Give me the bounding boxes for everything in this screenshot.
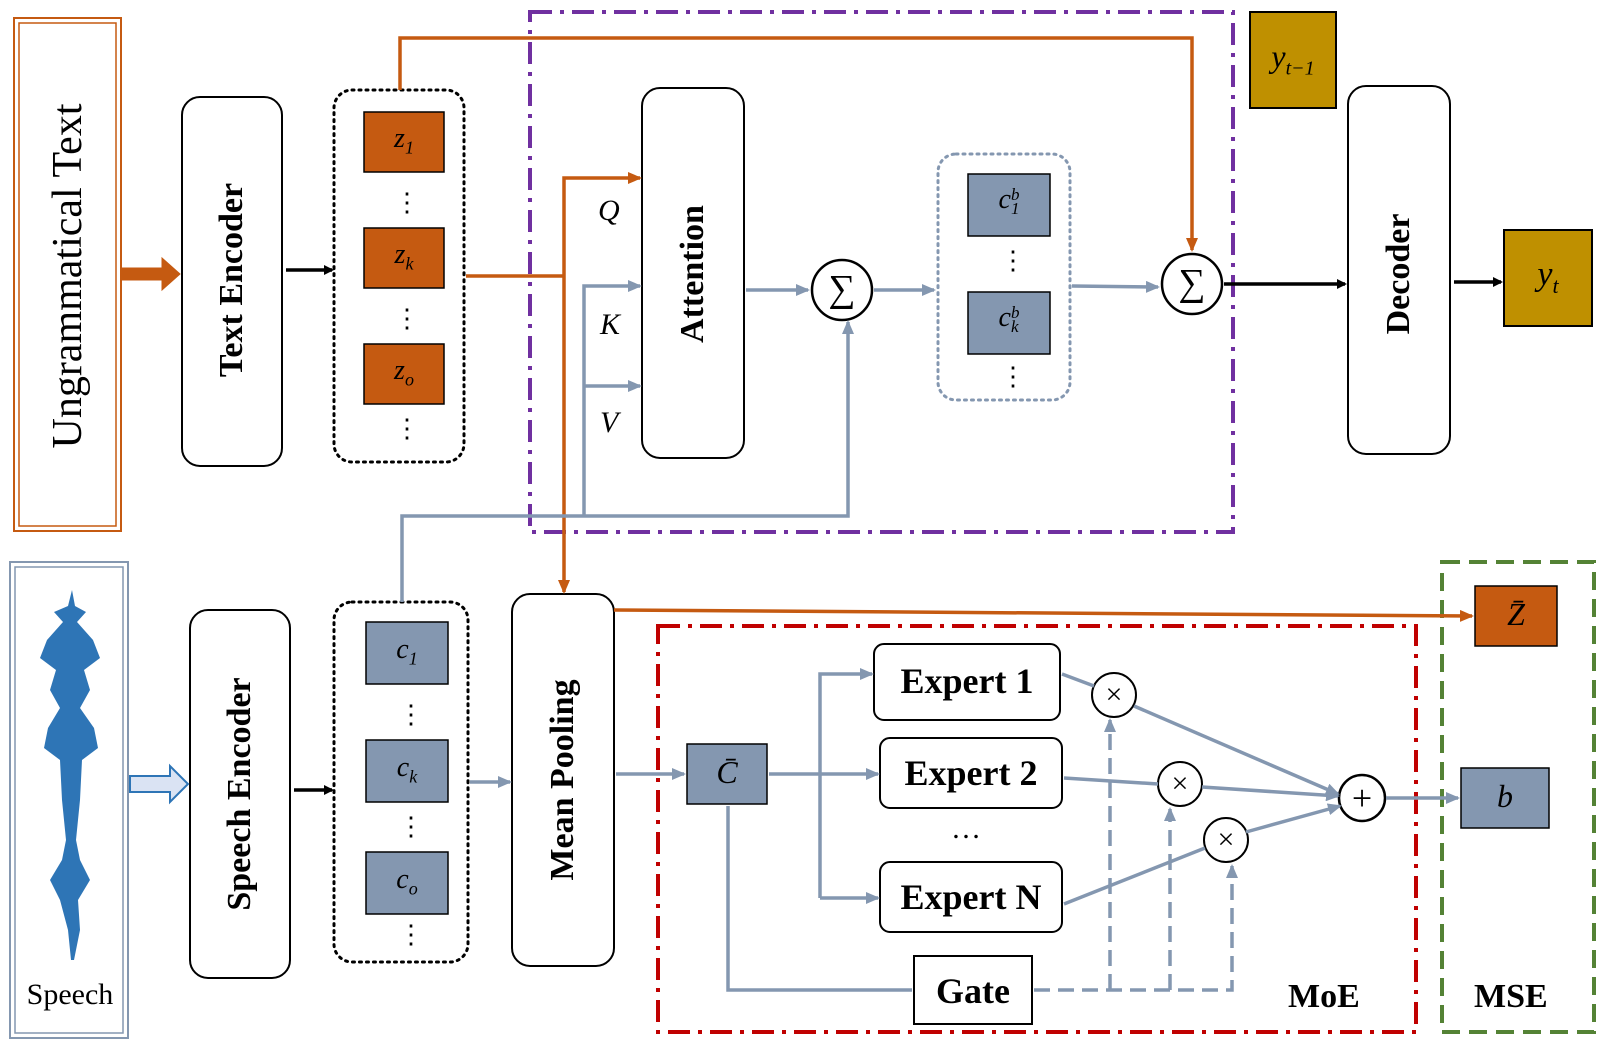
moe-region-label: MoE (1288, 978, 1360, 1015)
mul-symbol-3: × (1217, 823, 1235, 856)
sum-circle-2 (1160, 252, 1224, 316)
steel-line-mul2-to-add (1201, 785, 1340, 802)
expert-n-block (879, 861, 1063, 933)
zk-token (363, 227, 445, 289)
speech-encoder-label: Speech Encoder (221, 677, 258, 911)
text-input-frame-inner (18, 22, 117, 527)
steel-line-to-expert-1 (818, 668, 874, 898)
steel-line-expert1-to-mul (1061, 672, 1095, 688)
y-prev-label: yt−1 (1271, 38, 1315, 80)
gate-dashed-bus (1034, 864, 1238, 992)
text-input-arrow (121, 256, 181, 292)
cbk-token (967, 291, 1051, 355)
c1-token (365, 621, 449, 685)
speech-token-ellipsis-2: ⋮ (398, 812, 424, 841)
speech-waveform (40, 590, 100, 960)
mean-pooling-block (511, 593, 615, 967)
text-input-label: Ungrammatical Text (45, 103, 91, 449)
c1-label: c1 (396, 634, 418, 669)
steel-line-key (582, 280, 642, 516)
mul-circle-3 (1203, 817, 1249, 863)
attention-label: Attention (674, 205, 711, 343)
co-label: co (396, 864, 418, 899)
b-label: b (1497, 778, 1513, 814)
y-t-box (1503, 229, 1593, 327)
attention-fusion-region (528, 10, 1235, 534)
text-token-ellipsis-3: ⋮ (394, 414, 420, 443)
gate-label: Gate (936, 971, 1010, 1011)
mul-symbol-1: × (1105, 678, 1123, 711)
mse-region-label: MSE (1474, 978, 1548, 1015)
speech-input-frame-outer (9, 561, 129, 1039)
steel-line-mul1-to-add (1133, 704, 1340, 796)
mul-circle-1 (1091, 672, 1137, 718)
expert-ellipsis: … (951, 812, 981, 845)
expert-1-label: Expert 1 (900, 661, 1034, 701)
attention-block (641, 87, 745, 459)
c-bar-box (686, 743, 768, 805)
decoder-label: Decoder (1380, 213, 1417, 335)
orange-line-to-z-bar (613, 608, 1474, 622)
cb-token-group (936, 152, 1072, 402)
text-encoder-block (181, 96, 283, 467)
text-input-frame-outer (13, 17, 122, 532)
speech-token-ellipsis-3: ⋮ (398, 920, 424, 949)
steel-line-cb-to-sum2 (1071, 280, 1160, 293)
speech-encoder-block (189, 609, 291, 979)
text-encoder-label: Text Encoder (213, 182, 250, 378)
steel-line-speech-feed (400, 320, 854, 602)
speech-token-ellipsis-1: ⋮ (398, 700, 424, 729)
co-token (365, 851, 449, 915)
decoder-block (1347, 85, 1451, 455)
text-token-group (332, 88, 466, 464)
z1-token (363, 111, 445, 173)
text-token-ellipsis-1: ⋮ (394, 188, 420, 217)
y-t-label: yt (1537, 256, 1559, 298)
b-box (1460, 767, 1550, 829)
speech-input-arrow (129, 763, 190, 805)
mean-pooling-label: Mean Pooling (544, 679, 581, 881)
c-bar-label: C̄ (716, 754, 738, 790)
z-bar-box (1474, 585, 1558, 647)
ck-label: ck (396, 752, 418, 787)
speech-input-label: Speech (26, 978, 114, 1011)
expert-n-label: Expert N (900, 877, 1042, 917)
speech-input-frame-inner (14, 566, 124, 1034)
key-label: K (600, 308, 621, 341)
z-bar-label: Z̄ (1507, 596, 1525, 632)
text-token-ellipsis-2: ⋮ (394, 304, 420, 333)
add-symbol: + (1351, 778, 1373, 818)
orange-line-tokens-to-sum2 (398, 36, 1198, 252)
zk-label: zk (394, 239, 414, 274)
steel-line-expert2-to-mul (1063, 776, 1159, 786)
moe-region (656, 624, 1418, 1034)
steel-line-mul3-to-add (1245, 803, 1342, 834)
ck-token (365, 739, 449, 803)
orange-line-query (562, 172, 642, 276)
cb-token-ellipsis-1: ⋮ (1000, 246, 1026, 275)
expert-2-block (879, 737, 1063, 809)
gate-block (913, 955, 1033, 1025)
expert-2-label: Expert 2 (904, 753, 1038, 793)
z1-label: z1 (394, 123, 414, 158)
zo-token (363, 343, 445, 405)
cb-token-ellipsis-2: ⋮ (1000, 362, 1026, 391)
mul-symbol-2: × (1171, 767, 1189, 800)
cb1-token (967, 173, 1051, 237)
steel-line-c-bar-to-gate (726, 806, 912, 992)
sum-symbol-2: ∑ (1178, 262, 1206, 304)
sum-symbol-1: ∑ (828, 268, 856, 310)
y-prev-box (1249, 11, 1337, 109)
zo-label: zo (394, 355, 414, 390)
value-label: V (600, 406, 619, 439)
steel-line-expertn-to-mul (1063, 846, 1206, 906)
expert-1-block (873, 643, 1061, 721)
query-label: Q (598, 194, 620, 227)
